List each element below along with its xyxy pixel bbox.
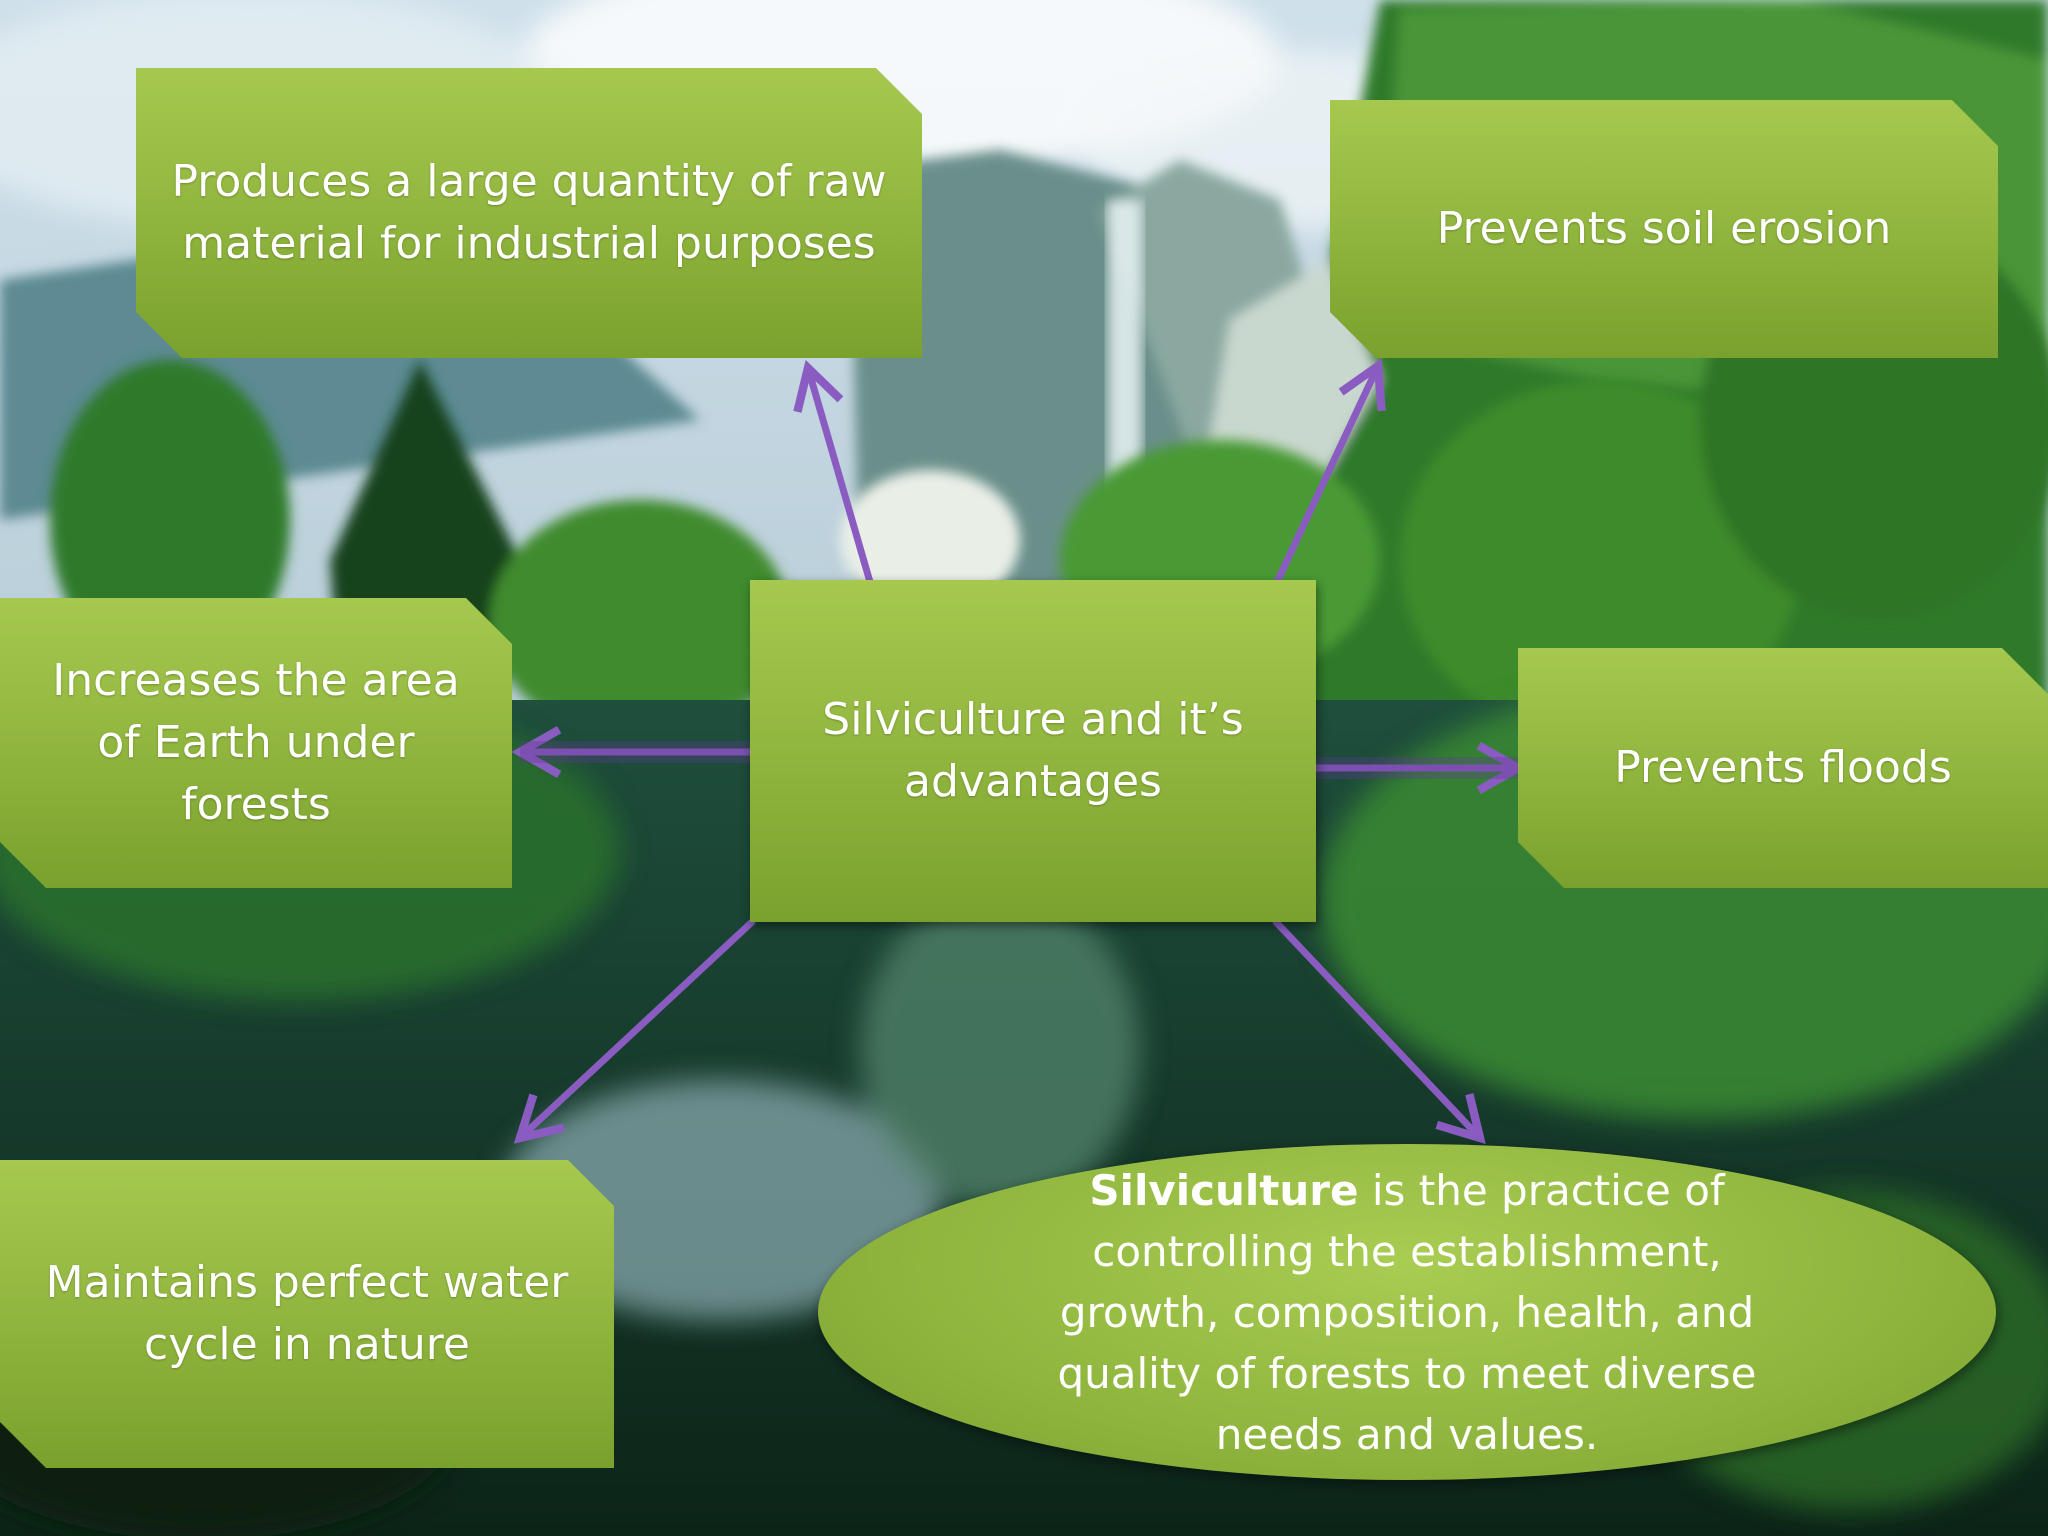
advantage-floods: Prevents floods (1518, 648, 2048, 888)
definition-term: Silviculture (1089, 1165, 1359, 1215)
advantage-water-cycle: Maintains perfect water cycle in nature (0, 1160, 614, 1468)
advantage-forest-area: Increases the area of Earth under forest… (0, 598, 512, 888)
arrow-to-definition (1272, 918, 1486, 1145)
advantage-water-cycle-text: Maintains perfect water cycle in nature (45, 1257, 569, 1370)
advantage-soil-erosion-text: Prevents soil erosion (1436, 203, 1892, 254)
advantage-raw-material-text: Produces a large quantity of raw materia… (171, 156, 887, 269)
advantage-forest-area-text: Increases the area of Earth under forest… (52, 655, 460, 830)
center-topic: Silviculture and it’s advantages (750, 580, 1316, 922)
arrow-to-soil-erosion (1274, 358, 1386, 584)
arrow-to-raw-material (793, 359, 874, 586)
advantage-soil-erosion: Prevents soil erosion (1330, 100, 1998, 358)
advantage-raw-material: Produces a large quantity of raw materia… (136, 68, 922, 358)
advantage-floods-text: Prevents floods (1614, 742, 1952, 793)
definition-text: Silviculture is the practice of controll… (1008, 1160, 1806, 1465)
definition-oval: Silviculture is the practice of controll… (818, 1144, 1996, 1480)
definition-body: is the practice of controlling the estab… (1057, 1165, 1757, 1459)
arrow-to-water-cycle (513, 918, 756, 1144)
center-topic-text: Silviculture and it’s advantages (822, 694, 1244, 807)
